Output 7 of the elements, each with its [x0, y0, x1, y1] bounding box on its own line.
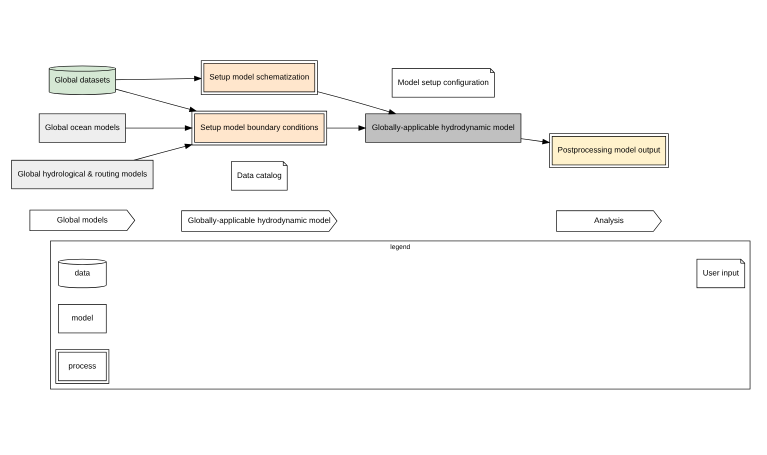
arrow: [134, 144, 193, 161]
arrow: [326, 125, 366, 131]
arrow: [520, 138, 550, 144]
arrow: [317, 91, 397, 114]
arrow: [115, 76, 202, 82]
arrow: [115, 88, 198, 112]
arrow: [125, 125, 193, 131]
